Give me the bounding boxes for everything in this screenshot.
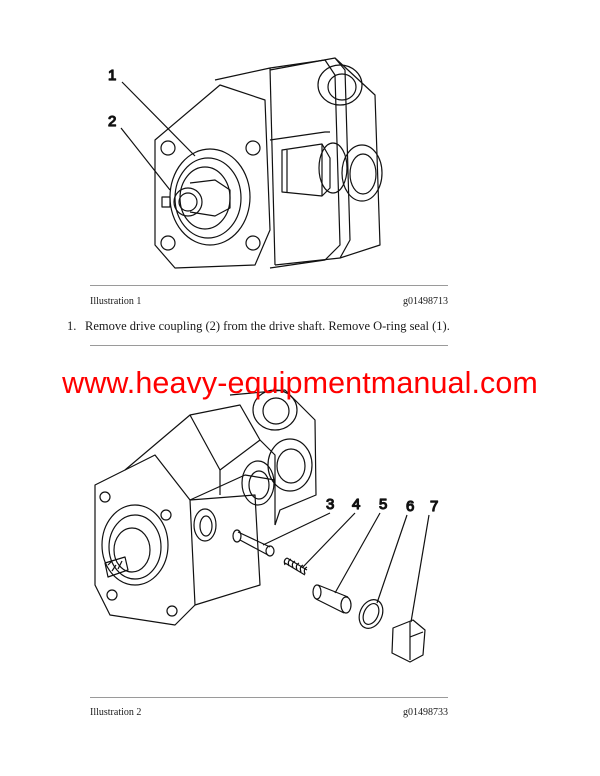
callout-7: 7: [430, 498, 438, 515]
callout-4: 4: [352, 496, 360, 513]
callout-1: 1: [108, 67, 116, 84]
illustration-2-caption: Illustration 2 g01498733: [90, 707, 448, 718]
callout-3: 3: [326, 496, 334, 513]
watermark-url: www.heavy-equipmentmanual.com: [62, 366, 538, 400]
step-1-number: 1.: [67, 319, 77, 333]
illustration-2-figure-id: g01498733: [403, 707, 448, 718]
illustration-2-top-rule: [90, 697, 448, 698]
illustration-2-label: Illustration 2: [90, 707, 142, 718]
step-1-text: Remove drive coupling (2) from the drive…: [85, 319, 450, 333]
callout-5: 5: [379, 496, 387, 513]
illustration-1-top-rule: [90, 285, 448, 286]
illustration-1-figure: 1 2: [90, 40, 400, 280]
step-1-bottom-rule: [90, 345, 448, 346]
callout-6: 6: [406, 498, 414, 515]
callout-2: 2: [108, 113, 116, 130]
illustration-1-label: Illustration 1: [90, 296, 142, 307]
illustration-1-caption: Illustration 1 g01498713: [90, 296, 448, 307]
illustration-2-figure: 3 4 5 6 7: [80, 385, 460, 690]
illustration-1-figure-id: g01498713: [403, 296, 448, 307]
step-1: 1. Remove drive coupling (2) from the dri…: [67, 319, 450, 334]
